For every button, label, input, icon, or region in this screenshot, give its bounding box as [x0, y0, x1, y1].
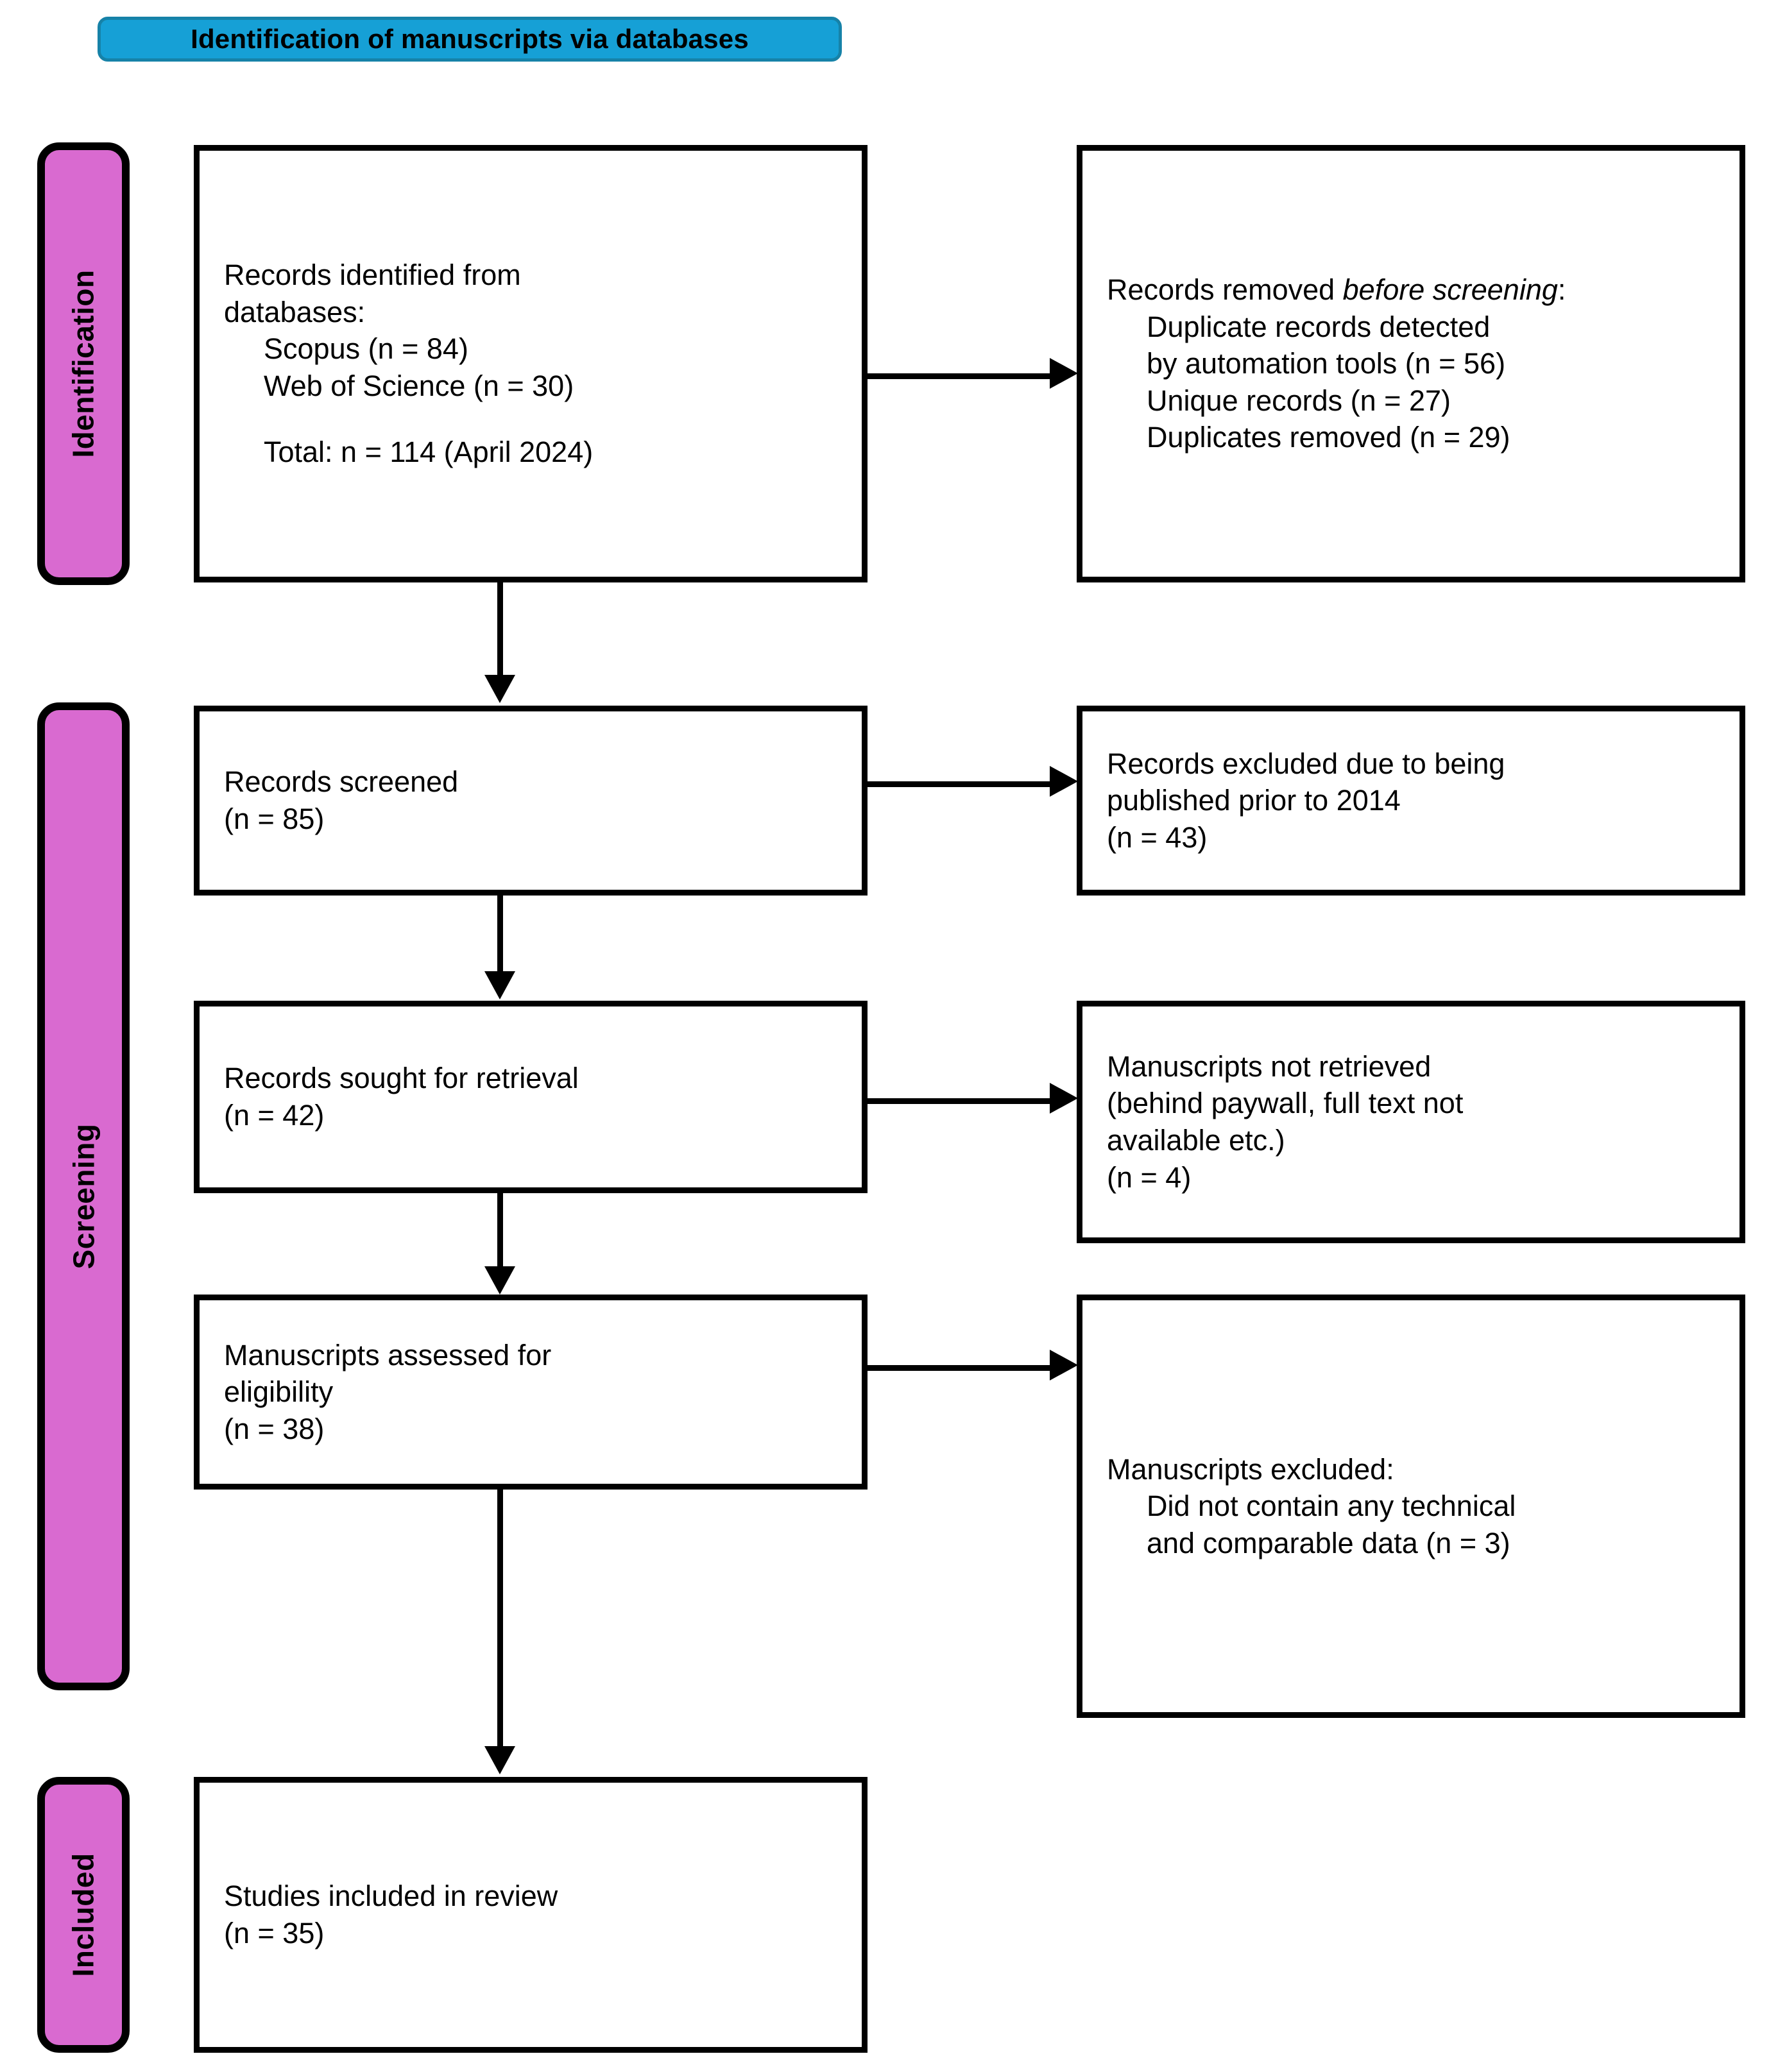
box-line: Studies included in review	[224, 1880, 558, 1913]
box-heading-plain: Records removed	[1107, 273, 1343, 307]
box-line: (n = 43)	[1107, 820, 1208, 854]
box-line: Records identified from	[224, 259, 521, 292]
box-heading-colon: :	[1557, 273, 1566, 307]
box-manuscripts-excluded: Manuscripts excluded: Did not contain an…	[1077, 1295, 1745, 1718]
box-heading-italic: before screening	[1342, 273, 1558, 307]
box-records-screened: Records screened (n = 85)	[194, 706, 868, 896]
box-records-excluded-pre-2014: Records excluded due to being published …	[1077, 706, 1745, 896]
box-line: by automation tools (n = 56)	[1147, 347, 1506, 380]
box-line: published prior to 2014	[1107, 784, 1401, 817]
box-line: Manuscripts assessed for	[224, 1338, 552, 1371]
arrow-identified-to-removed-line	[868, 373, 1054, 379]
box-line: databases:	[224, 295, 366, 328]
box-line: Duplicate records detected	[1147, 310, 1491, 343]
phase-band-included-label: Included	[67, 1853, 100, 1977]
box-line: Total: n = 114 (April 2024)	[264, 436, 594, 469]
arrow-assessed-to-included-line	[497, 1490, 503, 1749]
arrow-sought-to-assessed-line	[497, 1193, 503, 1269]
box-line: Records excluded due to being	[1107, 747, 1505, 780]
arrow-screened-to-excluded-head-icon	[1050, 766, 1078, 797]
header-banner-title: Identification of manuscripts via databa…	[191, 24, 749, 54]
arrow-identified-to-screened-line	[497, 582, 503, 677]
box-line: Records screened	[224, 765, 459, 799]
box-manuscripts-assessed-for-eligibility: Manuscripts assessed for eligibility (n …	[194, 1295, 868, 1490]
box-line: (n = 35)	[224, 1917, 325, 1949]
box-records-identified: Records identified from databases: Scopu…	[194, 145, 868, 582]
box-line: Web of Science (n = 30)	[264, 369, 574, 402]
box-line: (n = 85)	[224, 802, 325, 835]
box-line: Unique records (n = 27)	[1147, 384, 1451, 417]
phase-band-screening: Screening	[37, 702, 130, 1690]
box-line: eligibility	[224, 1375, 334, 1409]
arrow-screened-to-excluded-line	[868, 781, 1054, 787]
box-line: (n = 4)	[1107, 1160, 1192, 1194]
box-line: and comparable data (n = 3)	[1147, 1526, 1510, 1559]
phase-band-identification-label: Identification	[67, 269, 101, 458]
arrow-identified-to-removed-head-icon	[1050, 358, 1078, 389]
box-line: available etc.)	[1107, 1124, 1285, 1157]
box-records-sought-for-retrieval: Records sought for retrieval (n = 42)	[194, 1001, 868, 1193]
header-banner: Identification of manuscripts via databa…	[98, 17, 842, 62]
box-line: (behind paywall, full text not	[1107, 1087, 1464, 1120]
box-records-removed: Records removed before screening: Duplic…	[1077, 145, 1745, 582]
phase-band-included: Included	[37, 1777, 130, 2053]
arrow-screened-to-sought-head-icon	[484, 971, 515, 999]
box-line: Did not contain any technical	[1147, 1490, 1516, 1523]
box-line: (n = 38)	[224, 1412, 325, 1445]
arrow-assessed-to-msexcluded-head-icon	[1050, 1350, 1078, 1380]
box-line: Manuscripts not retrieved	[1107, 1049, 1432, 1083]
arrow-sought-to-assessed-head-icon	[484, 1266, 515, 1295]
box-line: Records sought for retrieval	[224, 1062, 579, 1095]
arrow-identified-to-screened-head-icon	[484, 675, 515, 703]
box-studies-included-in-review: Studies included in review (n = 35)	[194, 1777, 868, 2053]
box-line: Duplicates removed (n = 29)	[1147, 421, 1510, 454]
box-line: Manuscripts excluded:	[1107, 1452, 1394, 1486]
phase-band-screening-label: Screening	[67, 1123, 101, 1270]
box-heading: Records removed before screening:	[1107, 271, 1715, 309]
box-manuscripts-not-retrieved: Manuscripts not retrieved (behind paywal…	[1077, 1001, 1745, 1243]
box-line: (n = 42)	[224, 1099, 325, 1132]
arrow-assessed-to-msexcluded-line	[868, 1365, 1054, 1371]
arrow-screened-to-sought-line	[497, 896, 503, 974]
arrow-sought-to-notretrieved-head-icon	[1050, 1083, 1078, 1114]
arrow-sought-to-notretrieved-line	[868, 1098, 1054, 1104]
box-line: Scopus (n = 84)	[264, 332, 468, 366]
arrow-assessed-to-included-head-icon	[484, 1746, 515, 1774]
phase-band-identification: Identification	[37, 142, 130, 585]
